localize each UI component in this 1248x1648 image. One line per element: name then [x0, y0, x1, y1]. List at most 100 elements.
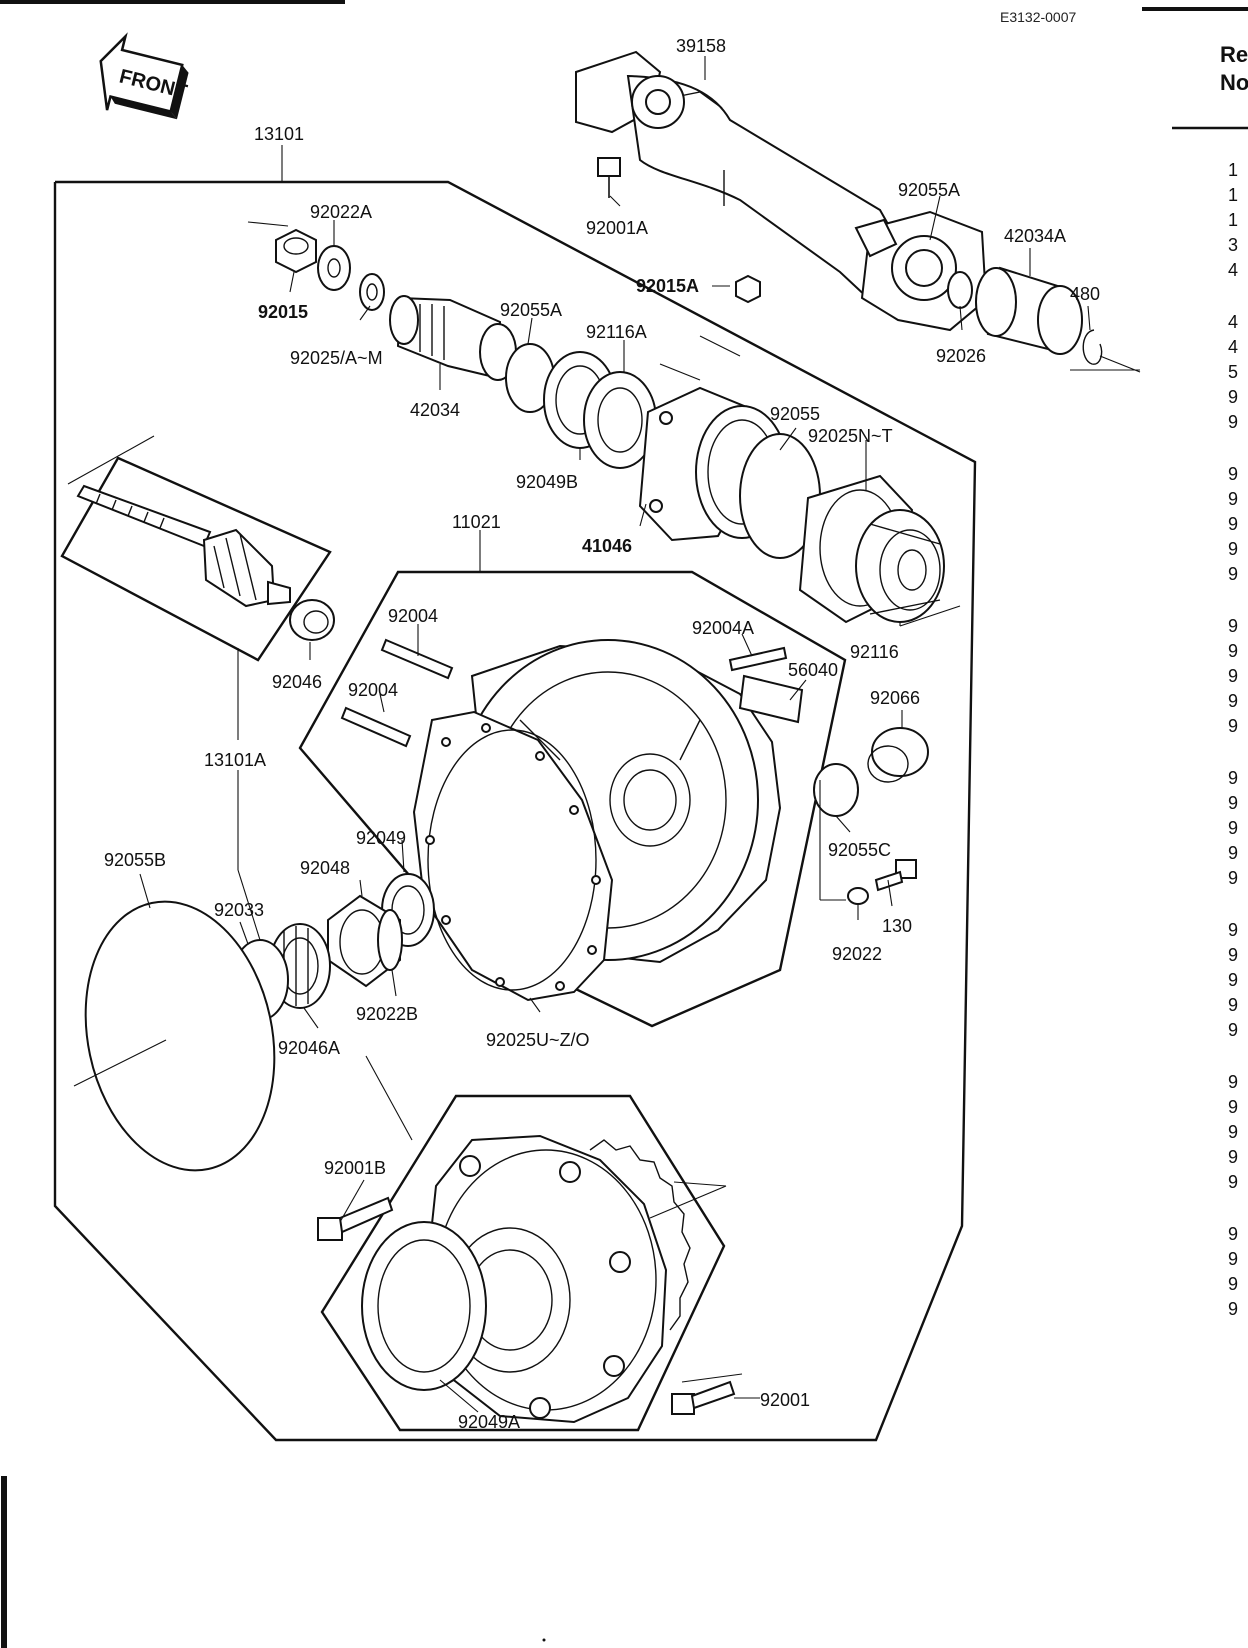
document-code: E3132-0007 — [1000, 9, 1077, 25]
callout: 92049 — [356, 828, 406, 848]
callout: 92025/A~M — [290, 348, 383, 368]
callout: 92001B — [324, 1158, 386, 1178]
callout: 92055A — [500, 300, 562, 320]
bolt-92001 — [671, 1380, 736, 1415]
callout: 92004 — [388, 606, 438, 626]
side-ref: 4 — [1228, 337, 1238, 357]
side-ref: 9 — [1228, 995, 1238, 1015]
side-ref: 9 — [1228, 387, 1238, 407]
callout: 92116 — [850, 642, 899, 662]
seal-92026 — [947, 271, 973, 309]
ring-gear-assembly — [422, 1134, 691, 1424]
callout: 92004A — [692, 618, 754, 638]
callout: 92022A — [310, 202, 372, 222]
side-ref: 9 — [1228, 641, 1238, 661]
nut-92015 — [275, 228, 317, 274]
callout: 92022B — [356, 1004, 418, 1024]
side-ref: 9 — [1228, 843, 1238, 863]
side-ref: 9 — [1228, 1147, 1238, 1167]
side-ref: 9 — [1228, 1274, 1238, 1294]
callout: 92004 — [348, 680, 398, 700]
side-ref: 9 — [1228, 1020, 1238, 1040]
bolt-130 — [874, 859, 917, 892]
callout: 11021 — [452, 512, 501, 532]
side-ref: 9 — [1228, 564, 1238, 584]
callout: 13101 — [254, 124, 304, 144]
side-ref: 9 — [1228, 1249, 1238, 1269]
bearing-92116A — [543, 351, 657, 469]
side-ref: 9 — [1228, 818, 1238, 838]
pinion-shaft — [76, 484, 291, 608]
side-ref: 9 — [1228, 489, 1238, 509]
pinion-subframe — [60, 456, 332, 662]
side-ref: 1 — [1228, 160, 1238, 180]
bolt-92001A — [597, 157, 621, 198]
assembly-frame — [53, 180, 977, 1442]
callout: 92015 — [258, 302, 308, 322]
seal-92049A — [361, 1221, 487, 1391]
side-ref: 9 — [1228, 1097, 1238, 1117]
callout: 92055A — [898, 180, 960, 200]
side-ref: 9 — [1228, 616, 1238, 636]
callout: 92001 — [760, 1390, 810, 1410]
sleeve-42034A — [975, 266, 1083, 355]
ring-gear-subframe — [320, 1094, 726, 1432]
side-ref: 9 — [1228, 1172, 1238, 1192]
washer-92022 — [847, 887, 869, 905]
callout: 92116A — [586, 322, 647, 342]
bolt-92001B — [317, 1196, 394, 1241]
side-ref: 3 — [1228, 235, 1238, 255]
callout: 92046 — [272, 672, 322, 692]
callout: 13101A — [204, 750, 266, 770]
side-ref: 9 — [1228, 920, 1238, 940]
side-ref: 4 — [1228, 260, 1238, 280]
callout: 92025N~T — [808, 426, 893, 446]
side-ref: 9 — [1228, 768, 1238, 788]
side-ref: 9 — [1228, 691, 1238, 711]
side-ref: 9 — [1228, 868, 1238, 888]
callout: 92055B — [104, 850, 166, 870]
callout: 92046A — [278, 1038, 340, 1058]
plate-56040 — [738, 674, 804, 724]
side-ref: 9 — [1228, 1224, 1238, 1244]
callout: 56040 — [788, 660, 838, 680]
callout: 39158 — [676, 36, 726, 56]
side-ref: 1 — [1228, 185, 1238, 205]
gear-case-subframe — [298, 570, 847, 1028]
washer-92022A — [317, 245, 351, 291]
side-ref: 9 — [1228, 464, 1238, 484]
bearing-92116 — [855, 509, 945, 623]
callout: 92001A — [586, 218, 648, 238]
speck — [542, 1638, 546, 1642]
shim-92025 — [359, 273, 385, 311]
washer-92022A-hole — [327, 258, 341, 278]
bearing-92046 — [289, 599, 335, 641]
nut-92015A — [735, 274, 761, 304]
side-ref: 9 — [1228, 514, 1238, 534]
shim-92022B — [377, 909, 403, 971]
callout: 92048 — [300, 858, 350, 878]
callout: 92055C — [828, 840, 891, 860]
callout: 92049B — [516, 472, 578, 492]
axis-lines — [67, 221, 961, 1383]
stud-92004-lower — [340, 706, 412, 748]
callout: 130 — [882, 916, 912, 936]
oring-92055B — [84, 900, 276, 1172]
side-ref-list: 1 1 1 3 4 4 4 5 9 9 9 9 9 9 9 9 9 9 9 9 … — [1228, 160, 1238, 1319]
stud-92004-upper — [380, 638, 454, 680]
front-arrow: FRONT — [99, 32, 189, 120]
callout-labels: 13101 39158 92001A 92055A 42034A 480 920… — [104, 36, 1100, 1432]
side-ref: 9 — [1228, 412, 1238, 432]
callout: 92015A — [636, 276, 699, 296]
side-ref: 9 — [1228, 1072, 1238, 1092]
side-header-line2: No — [1220, 70, 1248, 95]
side-ref: 1 — [1228, 210, 1238, 230]
side-ref: 4 — [1228, 312, 1238, 332]
side-ref: 9 — [1228, 970, 1238, 990]
side-ref: 9 — [1228, 716, 1238, 736]
leader-lines — [139, 56, 1091, 1413]
circlip-480 — [1082, 329, 1103, 365]
coupling-42034 — [389, 295, 517, 381]
shim-92025-hole — [366, 283, 378, 301]
callout: 92066 — [870, 688, 920, 708]
